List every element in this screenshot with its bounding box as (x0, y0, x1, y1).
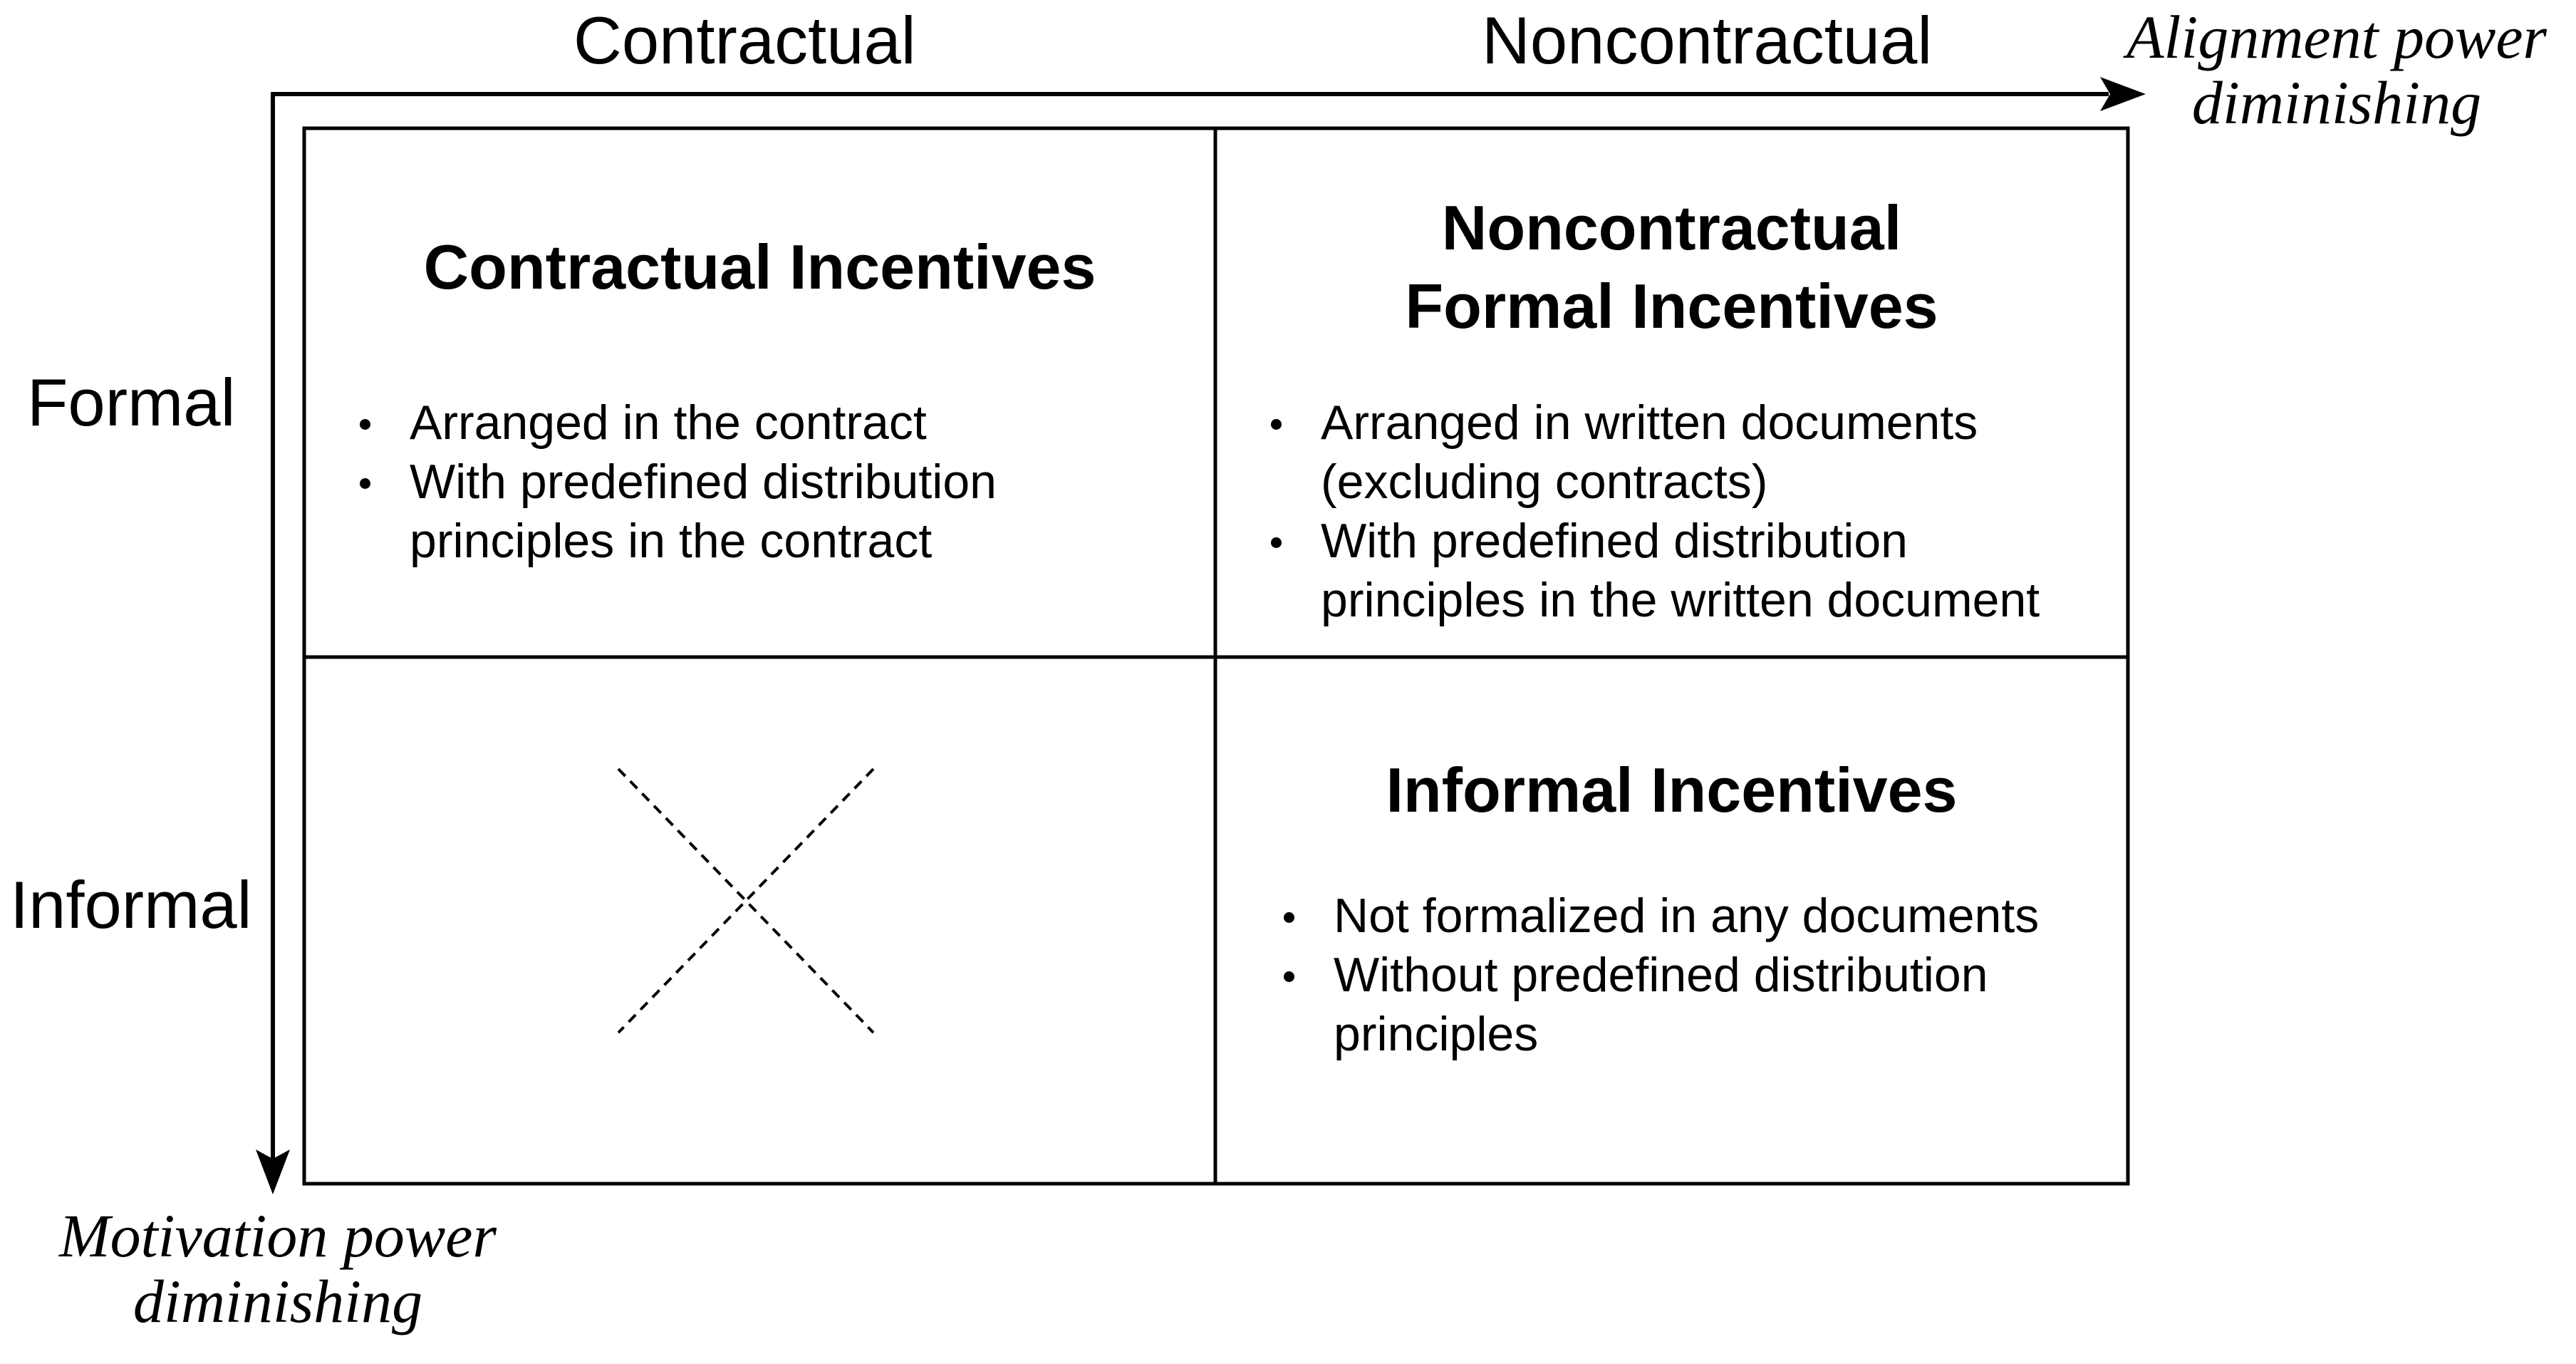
horizontal-axis-caption-line1: Alignment power (2126, 3, 2547, 71)
horizontal-axis-caption: Alignment power diminishing (2102, 4, 2572, 135)
dashed-cross-icon (617, 768, 875, 1034)
list-item: Arranged in written documents (excluding… (1258, 393, 2040, 512)
column-header-noncontractual: Noncontractual (1482, 3, 1933, 78)
bullet-line: Arranged in written documents (1321, 396, 1978, 450)
horizontal-axis-arrow (273, 77, 2146, 111)
list-item: Arranged in the contract (347, 393, 997, 453)
bullet-list: Arranged in written documents (excluding… (1258, 393, 2040, 630)
bullet-line: With predefined distribution (410, 455, 997, 509)
cell-title: Contractual Incentives (423, 232, 1096, 302)
list-item: Without predefined distribution principl… (1271, 946, 2039, 1064)
cell-title-line1: Noncontractual (1441, 192, 1902, 263)
bullet-list: Not formalized in any documents Without … (1271, 887, 2039, 1064)
vertical-axis-caption-line2: diminishing (133, 1267, 423, 1335)
bullet-list: Arranged in the contract With predefined… (347, 393, 997, 571)
bullet-line: Arranged in the contract (410, 396, 927, 450)
bullet-line: principles (1334, 1007, 1539, 1061)
cell-title: Informal Incentives (1386, 755, 1958, 825)
cell-formal-noncontractual: Noncontractual Formal Incentives Arrange… (1215, 128, 2128, 657)
list-item: Not formalized in any documents (1271, 887, 2039, 946)
vertical-axis-caption: Motivation power diminishing (28, 1203, 527, 1334)
cell-informal-noncontractual: Informal Incentives Not formalized in an… (1215, 657, 2128, 1184)
row-header-informal: Informal (10, 867, 252, 942)
vertical-axis-caption-line1: Motivation power (59, 1202, 497, 1270)
vertical-axis-arrow (256, 92, 290, 1194)
bullet-line: principles in the written document (1321, 573, 2040, 627)
bullet-line: principles in the contract (410, 514, 933, 568)
bullet-line: Without predefined distribution (1334, 948, 1988, 1002)
horizontal-axis-caption-line2: diminishing (2191, 68, 2482, 137)
cell-title-line2: Formal Incentives (1405, 271, 1938, 341)
cell-title: Noncontractual Formal Incentives (1215, 189, 2128, 346)
column-header-contractual: Contractual (573, 3, 916, 78)
bullet-line: With predefined distribution (1321, 514, 1908, 568)
bullet-line: Not formalized in any documents (1334, 889, 2040, 943)
row-header-formal: Formal (27, 365, 236, 440)
bullet-line: (excluding contracts) (1321, 455, 1768, 509)
list-item: With predefined distribution principles … (347, 453, 997, 571)
cell-informal-contractual (304, 657, 1215, 1184)
cell-formal-contractual: Contractual Incentives Arranged in the c… (304, 128, 1215, 657)
list-item: With predefined distribution principles … (1258, 512, 2040, 630)
